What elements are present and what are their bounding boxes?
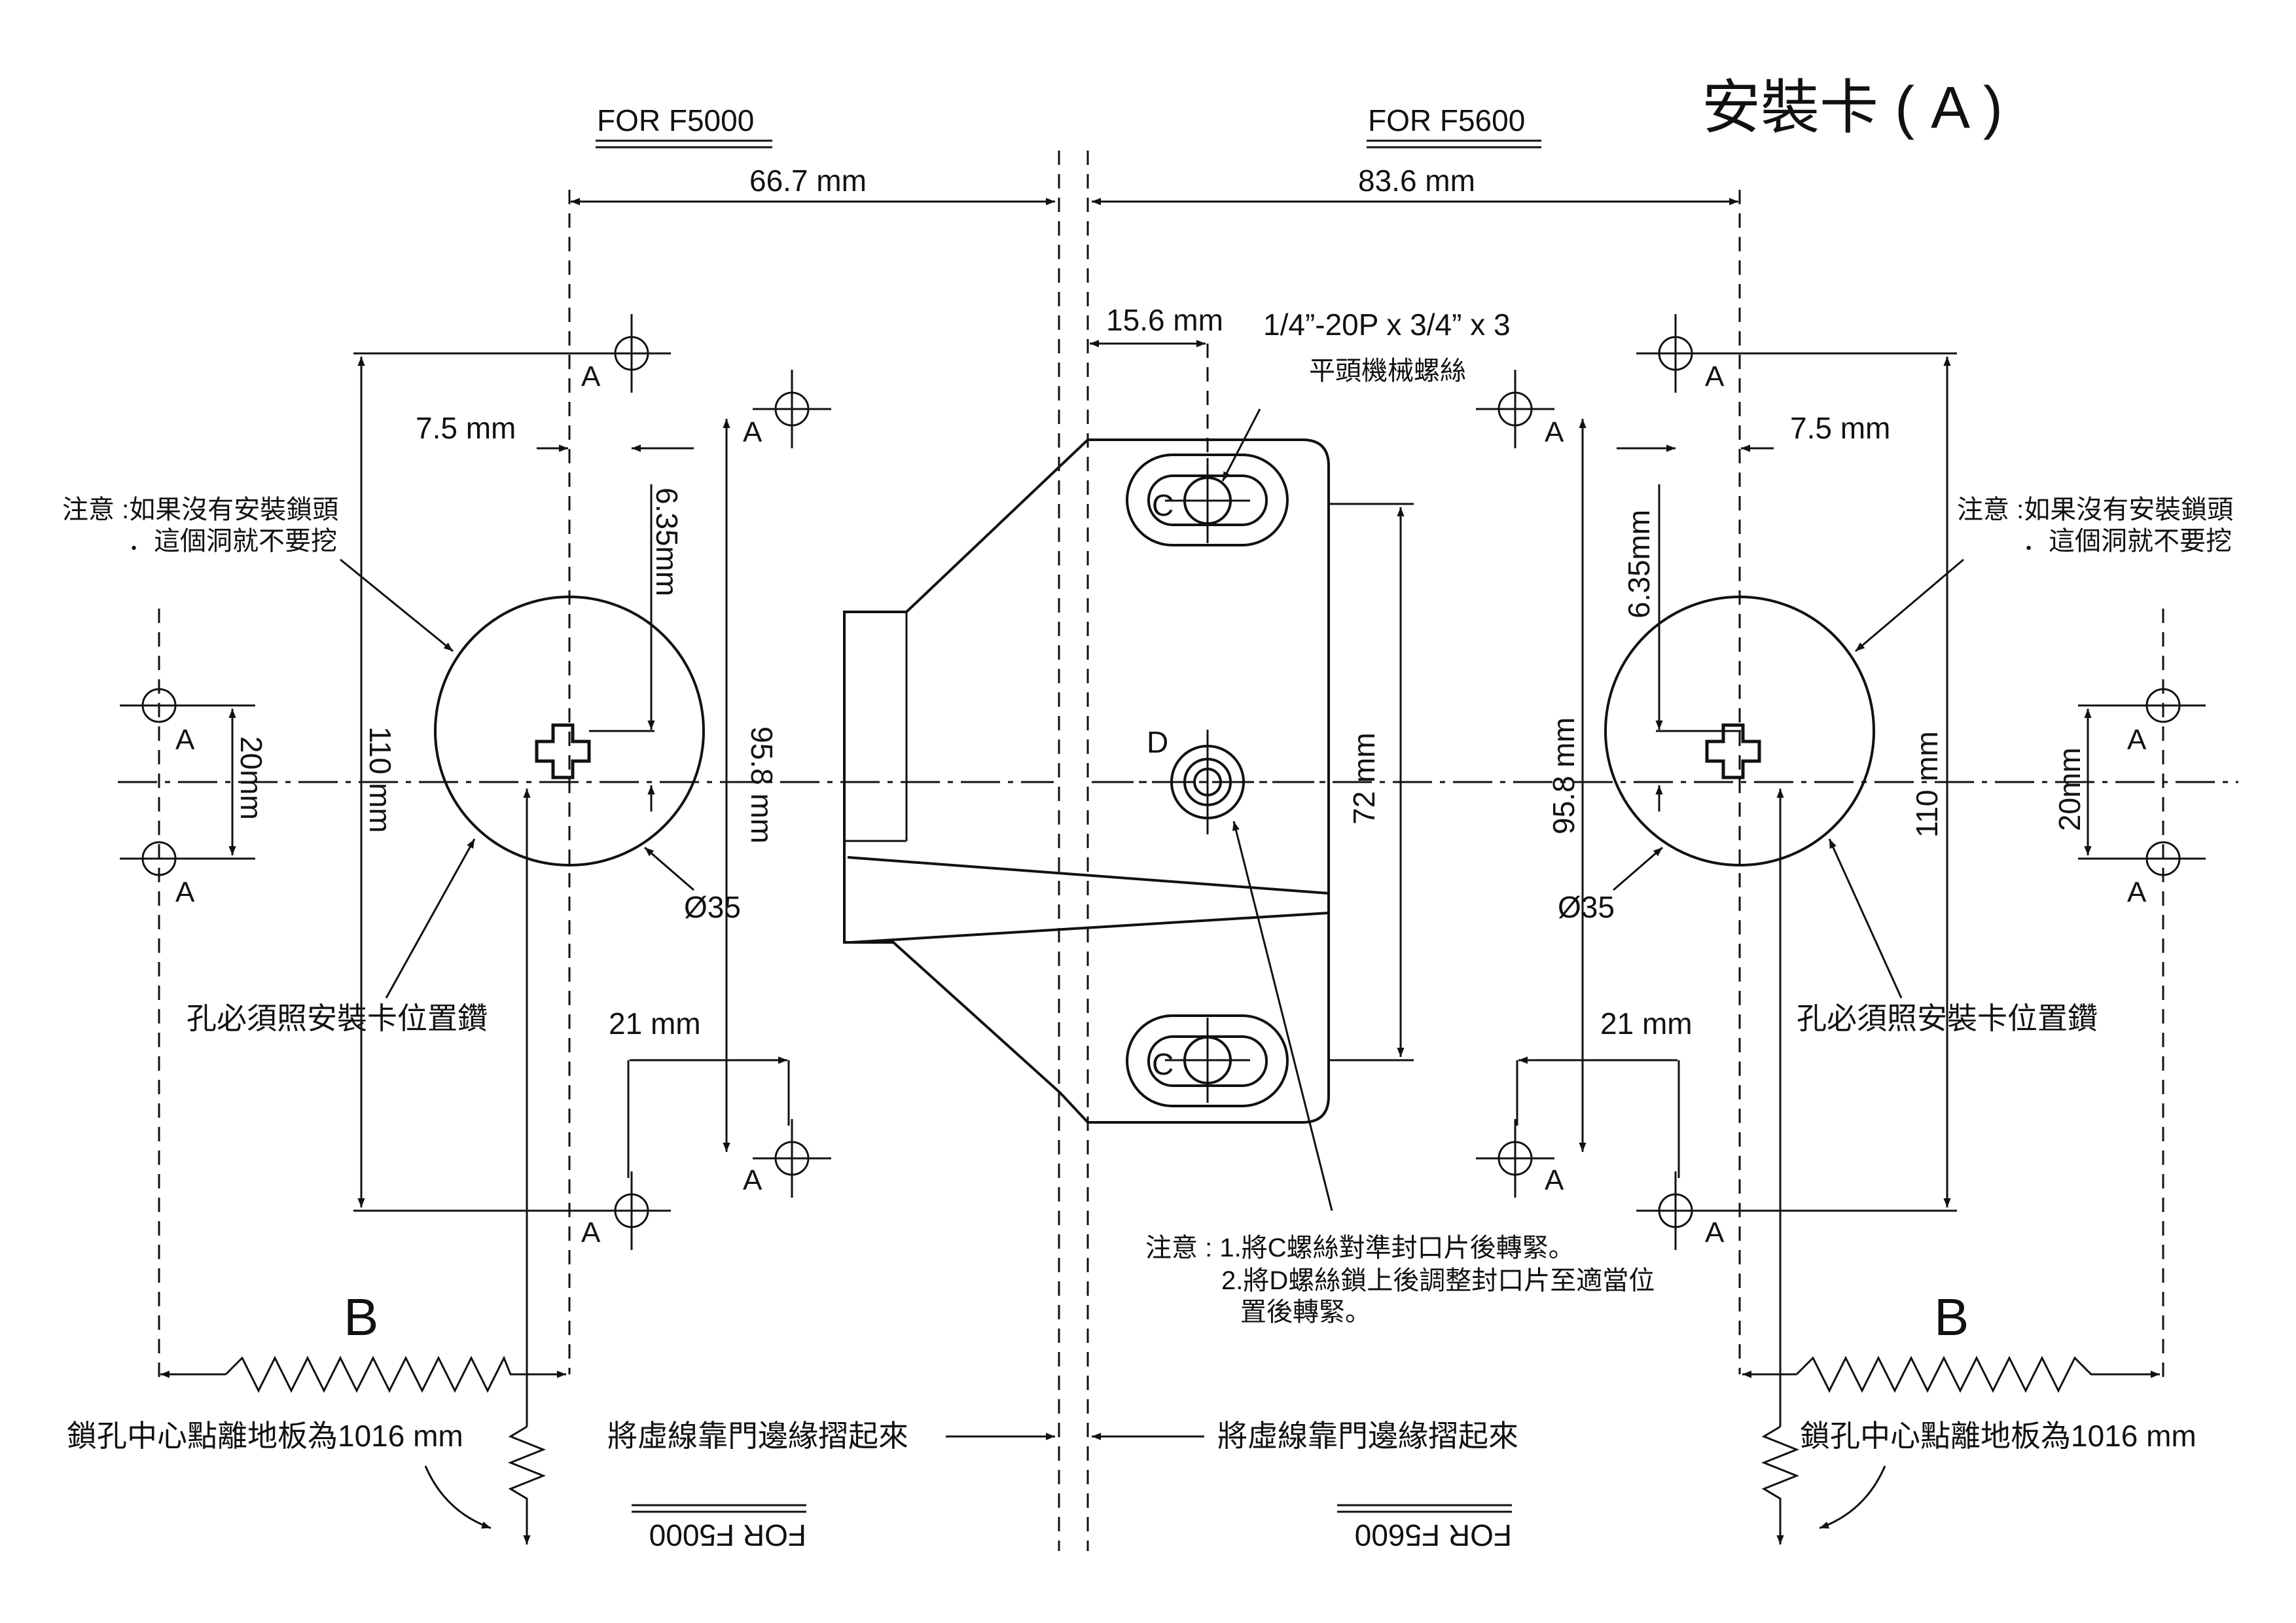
svg-text:A: A bbox=[1705, 361, 1725, 393]
svg-text:A: A bbox=[743, 1164, 762, 1196]
left-note-line2: ．這個洞就不要挖 bbox=[128, 527, 337, 556]
svg-text:D: D bbox=[1147, 725, 1168, 759]
right-header: FOR F5600 bbox=[1368, 103, 1525, 137]
svg-text:A: A bbox=[175, 724, 195, 756]
strike-plate-outline bbox=[843, 438, 1330, 1124]
instr-line1: 注意 : 1.將C螺絲對準封口片後轉緊。 bbox=[1145, 1234, 1575, 1262]
right-note-line2: ．這個洞就不要挖 bbox=[2022, 527, 2232, 556]
left-panel: FOR F5000 66.7 mm 110 mm 95.8 mm 7.5 mm … bbox=[62, 103, 1055, 1552]
slot-c-bottom: C bbox=[1126, 1014, 1289, 1107]
center-dim-edge: 15.6 mm bbox=[1106, 303, 1223, 337]
right-dim-inner: 95.8 mm bbox=[1547, 717, 1581, 834]
right-diameter: Ø35 bbox=[1558, 890, 1615, 924]
left-dim-top: 66.7 mm bbox=[749, 164, 867, 198]
svg-text:C: C bbox=[1152, 1047, 1174, 1081]
instr-line2: 2.將D螺絲鎖上後調整封口片至適當位 bbox=[1221, 1266, 1655, 1295]
hole-a-left-inner-top: A bbox=[743, 370, 831, 448]
hole-a-left-top: A bbox=[581, 314, 671, 393]
screw-d: D bbox=[1147, 725, 1245, 834]
screw-name: 平頭機械螺絲 bbox=[1309, 357, 1466, 385]
svg-text:A: A bbox=[1545, 416, 1564, 448]
right-dim-height: 110 mm bbox=[1910, 731, 1944, 838]
left-dim-inner: 95.8 mm bbox=[745, 726, 779, 844]
instr-line3: 置後轉緊。 bbox=[1240, 1298, 1371, 1327]
hole-a-right-edge-top: A bbox=[2078, 688, 2206, 756]
svg-text:A: A bbox=[581, 361, 601, 393]
svg-text:A: A bbox=[175, 876, 195, 908]
hole-a-left-bottom: A bbox=[581, 1171, 671, 1250]
left-floor-note: 鎖孔中心點離地板為1016 mm bbox=[67, 1419, 463, 1453]
left-drill-note: 孔必須照安裝卡位置鑽 bbox=[187, 1001, 488, 1035]
hole-a-right-edge-bottom: A bbox=[2078, 841, 2206, 908]
left-dim-holes: 20mm bbox=[234, 736, 268, 820]
left-dim-vertical-offset: 6.35mm bbox=[650, 488, 684, 596]
left-footer-flipped: FOR F5000 bbox=[649, 1518, 806, 1552]
svg-text:A: A bbox=[581, 1217, 601, 1249]
svg-text:A: A bbox=[743, 416, 762, 448]
page-title: 安裝卡 ( A ) bbox=[1702, 75, 2003, 141]
right-dim-offset: 7.5 mm bbox=[1790, 411, 1890, 445]
right-fold-note: 將虛線靠門邊緣摺起來 bbox=[1217, 1419, 1518, 1453]
center-dim-slots: 72 mm bbox=[1347, 732, 1381, 825]
svg-text:A: A bbox=[1705, 1217, 1725, 1249]
left-note-line1: 注意 :如果沒有安裝鎖頭 bbox=[62, 495, 338, 524]
right-footer-flipped: FOR F5600 bbox=[1355, 1518, 1512, 1552]
left-header: FOR F5000 bbox=[597, 103, 754, 137]
left-cross-mark bbox=[535, 723, 591, 779]
right-b-label: B bbox=[1934, 1288, 1969, 1346]
svg-text:A: A bbox=[2127, 724, 2147, 756]
hole-a-right-top: A bbox=[1636, 314, 1725, 393]
hole-a-right-inner-top: A bbox=[1476, 370, 1564, 448]
right-lock-bore bbox=[1604, 596, 1875, 866]
right-note-line1: 注意 :如果沒有安裝鎖頭 bbox=[1957, 495, 2233, 524]
hole-a-left-inner-bottom: A bbox=[743, 1119, 831, 1198]
hole-a-right-bottom: A bbox=[1636, 1171, 1725, 1250]
left-diameter: Ø35 bbox=[684, 890, 741, 924]
hole-a-left-edge-bottom: A bbox=[120, 841, 255, 908]
right-cross-mark bbox=[1705, 723, 1761, 779]
right-drill-note: 孔必須照安裝卡位置鑽 bbox=[1797, 1001, 2098, 1035]
left-fold-note: 將虛線靠門邊緣摺起來 bbox=[607, 1419, 908, 1453]
left-dim-height: 110 mm bbox=[363, 726, 397, 833]
screw-spec: 1/4”-20P x 3/4” x 3 bbox=[1263, 308, 1511, 342]
slot-c-top: C bbox=[1126, 454, 1289, 546]
right-dim-vertical-offset: 6.35mm bbox=[1622, 510, 1656, 618]
right-dim-top: 83.6 mm bbox=[1358, 164, 1475, 198]
left-b-label: B bbox=[344, 1288, 378, 1346]
svg-text:C: C bbox=[1152, 488, 1174, 522]
left-lock-bore bbox=[434, 596, 705, 866]
left-dim-offset: 7.5 mm bbox=[416, 411, 516, 445]
svg-text:A: A bbox=[1545, 1164, 1564, 1196]
svg-text:A: A bbox=[2127, 876, 2147, 908]
right-panel: FOR F5600 83.6 mm 110 mm 95.8 mm 7.5 mm … bbox=[1092, 103, 2238, 1552]
right-dim-holes: 20mm bbox=[2053, 747, 2087, 831]
right-floor-note: 鎖孔中心點離地板為1016 mm bbox=[1800, 1419, 2197, 1453]
right-dim-bottom: 21 mm bbox=[1600, 1007, 1693, 1041]
strike-plate-drawing: C C D 15.6 mm 1/4”-20P x 3/4” x 3 平頭機械螺絲 bbox=[843, 303, 1655, 1327]
left-dim-bottom: 21 mm bbox=[609, 1007, 701, 1041]
hole-a-right-inner-bottom: A bbox=[1476, 1119, 1564, 1198]
